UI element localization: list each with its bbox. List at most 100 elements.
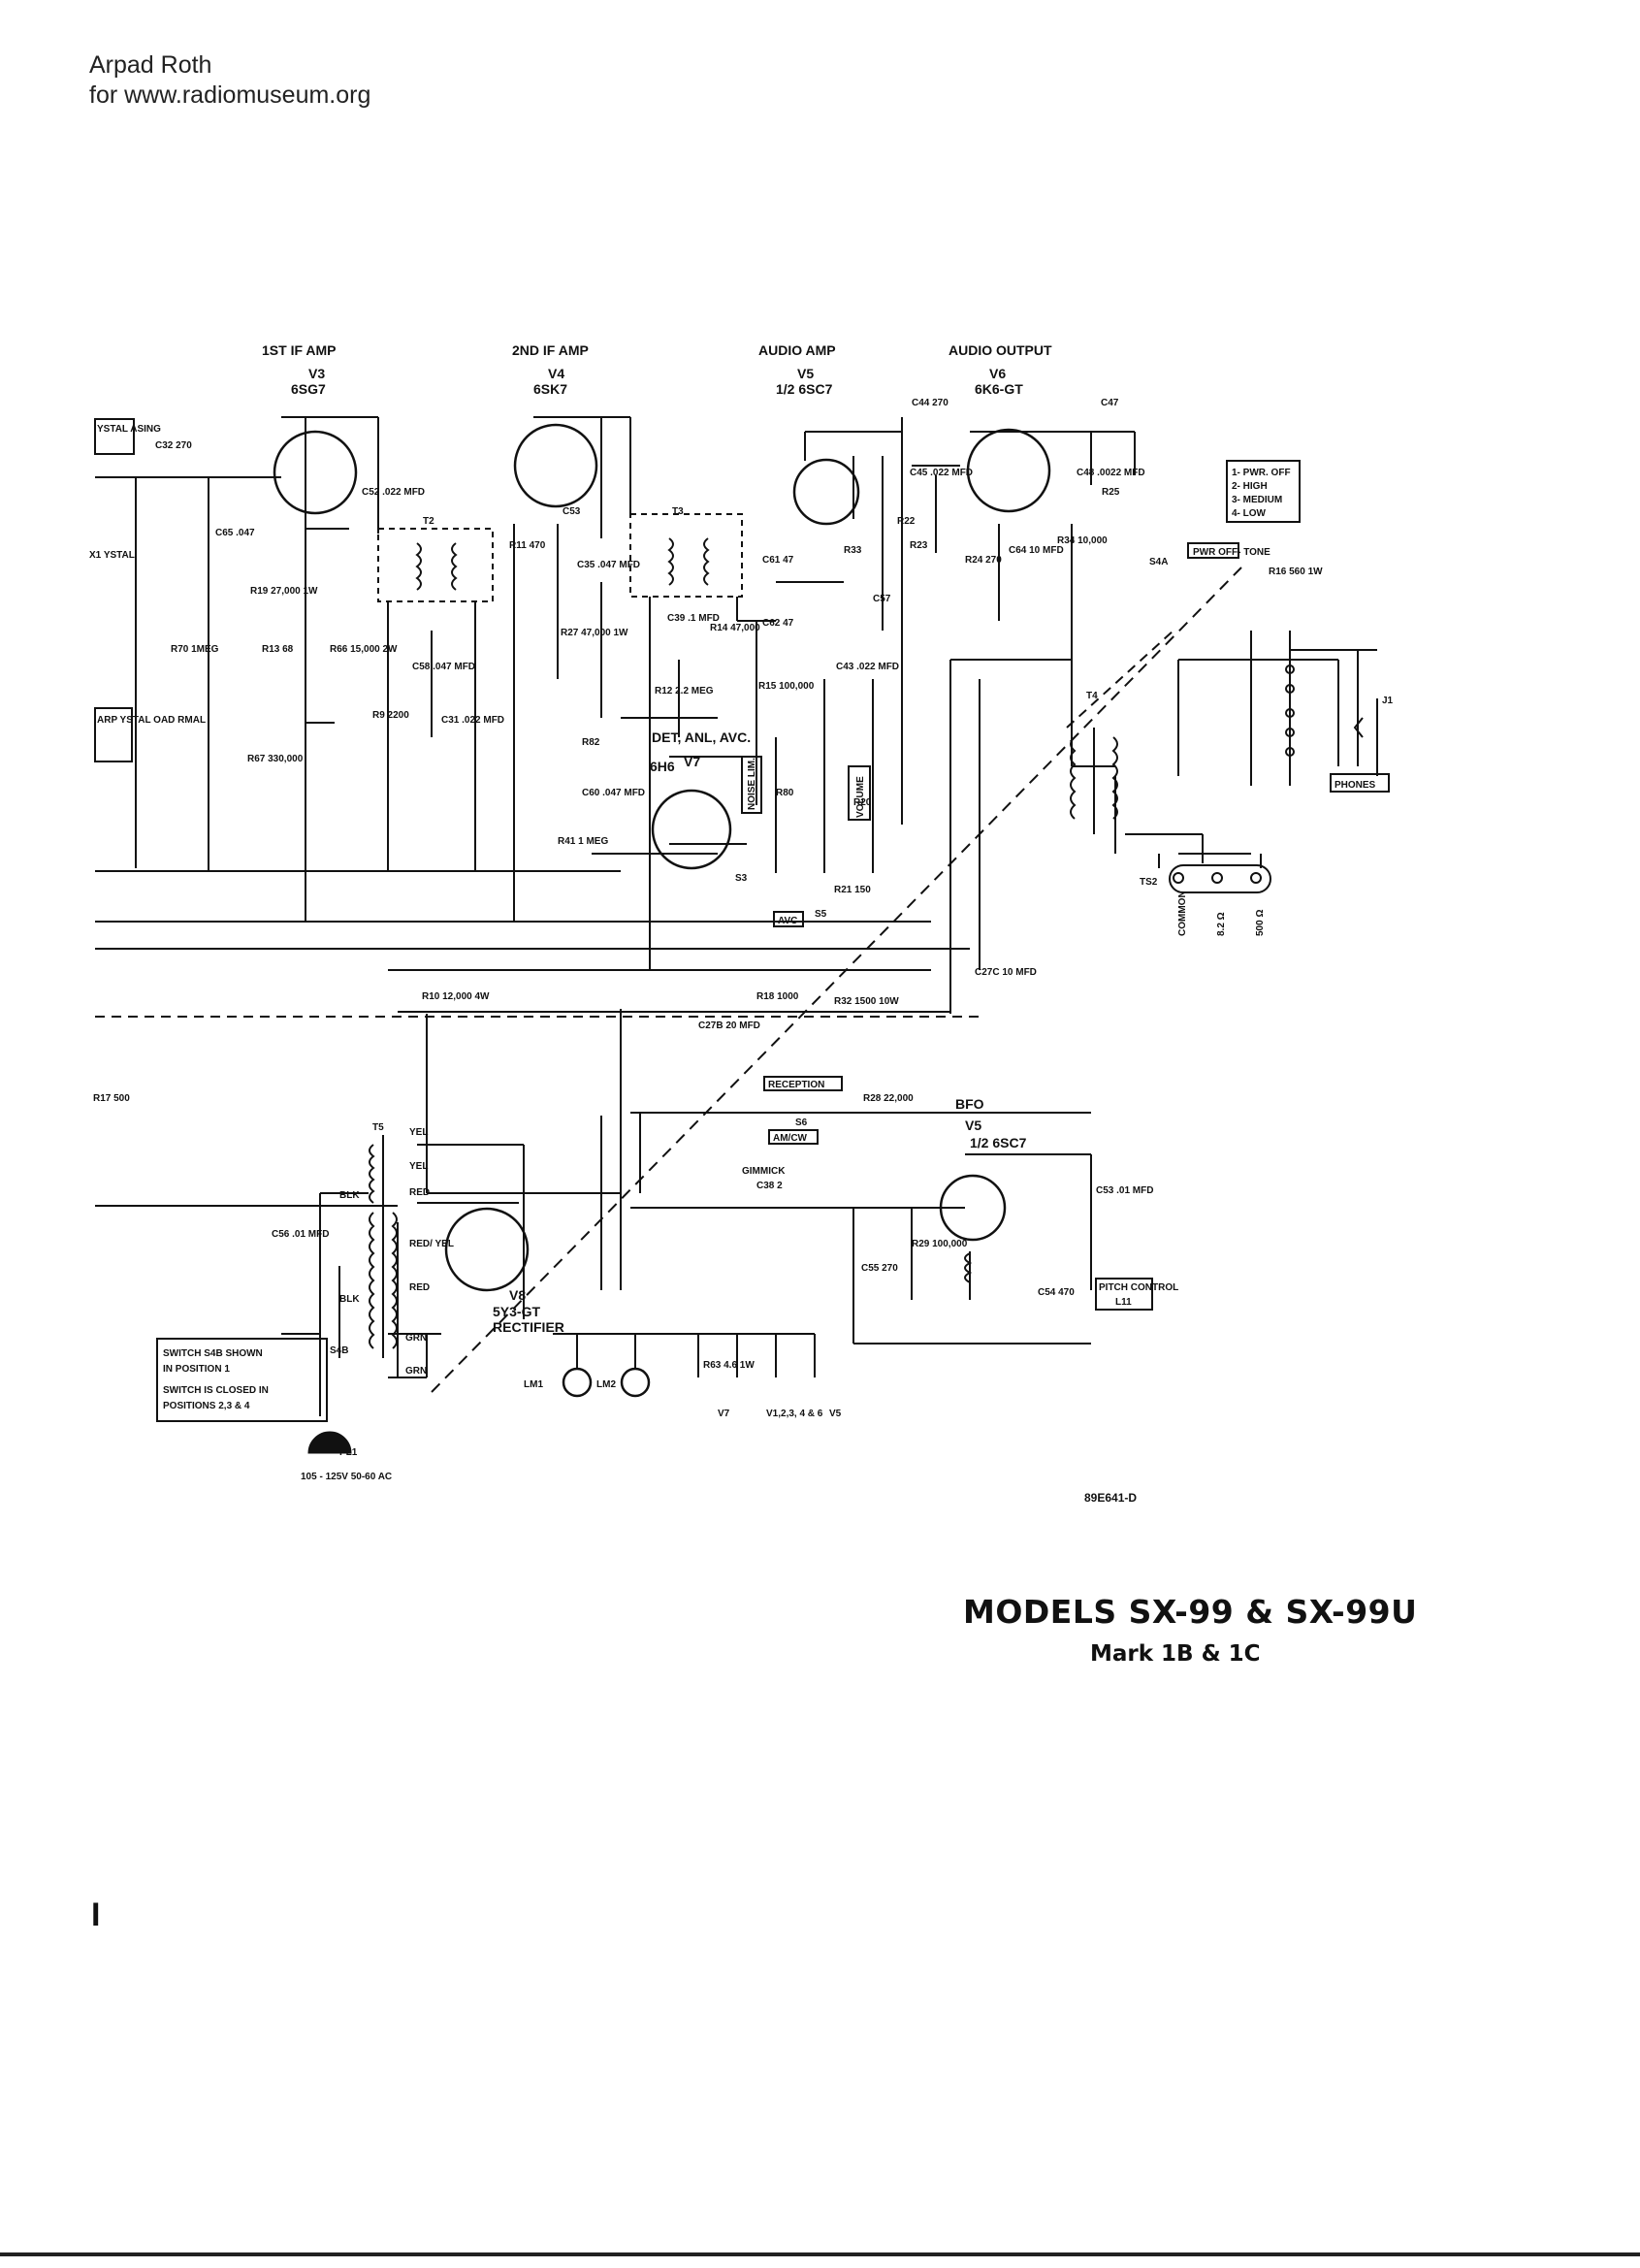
label-c57: C57 xyxy=(873,594,891,604)
switch-note-4: POSITIONS 2,3 & 4 xyxy=(163,1401,250,1411)
stage-4-type: 6K6-GT xyxy=(975,381,1023,397)
bfo-title: BFO xyxy=(955,1096,984,1112)
stage-4-title: AUDIO OUTPUT xyxy=(949,342,1052,358)
heater-v7: V7 xyxy=(718,1409,730,1419)
stage-3-title: AUDIO AMP xyxy=(758,342,836,358)
pitch-l-label: L11 xyxy=(1115,1297,1132,1308)
label-gimmick: GIMMICK xyxy=(742,1166,786,1177)
label-t2: T2 xyxy=(423,516,434,527)
stage-1-type: 6SG7 xyxy=(291,381,326,397)
heater-v5: V5 xyxy=(829,1409,842,1419)
noise-lim-label: NOISE LIM. xyxy=(747,758,757,810)
tube-v4-symbol xyxy=(513,423,598,508)
bfo-tube: V5 xyxy=(965,1118,981,1133)
label-c55: C55 270 xyxy=(861,1263,898,1274)
label-r13: R13 68 xyxy=(262,644,294,655)
label-r27: R27 47,000 1W xyxy=(561,628,628,638)
label-s4a: S4A xyxy=(1149,557,1168,567)
label-mains: 105 - 125V 50-60 AC xyxy=(301,1472,392,1482)
volume-label: VOLUME xyxy=(855,776,866,818)
volume-box xyxy=(848,765,871,821)
rect-title: RECTIFIER xyxy=(493,1319,564,1335)
switch-note-box xyxy=(156,1338,328,1422)
label-r18: R18 1000 xyxy=(756,991,799,1002)
tube-envelopes xyxy=(273,423,1051,1398)
det-title: DET, ANL, AVC. xyxy=(652,729,751,745)
label-c48: C48 .0022 MFD xyxy=(1077,468,1145,478)
label-c47: C47 xyxy=(1101,398,1119,408)
wire-grn-2: GRN xyxy=(405,1366,427,1377)
label-c31: C31 .022 MFD xyxy=(441,715,504,726)
wiring xyxy=(95,416,1377,1416)
label-r16: R16 560 1W xyxy=(1269,567,1323,577)
wire-red-2: RED xyxy=(409,1282,430,1293)
label-c45: C45 .022 MFD xyxy=(910,468,973,478)
model-title: MODELS SX-99 & SX-99U xyxy=(963,1593,1418,1631)
label-c39: C39 .1 MFD xyxy=(667,613,720,624)
label-r12: R12 2.2 MEG xyxy=(655,686,714,697)
label-c52: C52 .022 MFD xyxy=(362,487,425,498)
stage-3-type: 1/2 6SC7 xyxy=(776,381,833,397)
label-c54: C54 470 xyxy=(1038,1287,1075,1298)
credit-block: Arpad Roth for www.radiomuseum.org xyxy=(89,50,370,111)
tube-v8-symbol xyxy=(444,1207,530,1292)
label-c56: C56 .01 MFD xyxy=(272,1229,329,1240)
credit-author: Arpad Roth xyxy=(89,51,212,79)
label-s4b: S4B xyxy=(330,1345,348,1356)
tube-v3-symbol xyxy=(273,430,358,515)
label-r41: R41 1 MEG xyxy=(558,836,608,847)
bfo-type: 1/2 6SC7 xyxy=(970,1135,1027,1150)
label-c53-bfo: C53 .01 MFD xyxy=(1096,1185,1153,1196)
label-c44: C44 270 xyxy=(912,398,949,408)
switch-note-2: IN POSITION 1 xyxy=(163,1364,230,1375)
label-r63: R63 4.6 1W xyxy=(703,1360,755,1371)
label-r17: R17 500 xyxy=(93,1093,130,1104)
tube-v5-audio-symbol xyxy=(792,458,860,526)
label-c64: C64 10 MFD xyxy=(1009,545,1064,556)
wire-red-1: RED xyxy=(409,1187,430,1198)
label-r25: R25 xyxy=(1102,487,1120,498)
wire-red-yel: RED/ YEL xyxy=(409,1239,454,1249)
phones-box xyxy=(1330,773,1390,793)
label-c43: C43 .022 MFD xyxy=(836,662,899,672)
stage-4-tube: V6 xyxy=(989,366,1006,381)
am-cw-label: AM/CW xyxy=(773,1133,808,1144)
label-c53: C53 xyxy=(563,506,581,517)
tone-pos-3: 3- MEDIUM xyxy=(1232,495,1282,505)
label-c62: C62 47 xyxy=(762,618,794,629)
label-r9: R9 2200 xyxy=(372,710,409,721)
label-j1: J1 xyxy=(1382,696,1394,706)
component-labels: C32 270 C65 .047 R70 1MEG X1 YSTAL R19 2… xyxy=(89,398,1394,1482)
rect-type: 5Y3-GT xyxy=(493,1304,540,1319)
label-ts2: TS2 xyxy=(1140,877,1158,888)
label-s3: S3 xyxy=(735,873,748,884)
label-c27c: C27C 10 MFD xyxy=(975,967,1037,978)
label-x1: X1 YSTAL xyxy=(89,550,135,561)
stage-1-tube: V3 xyxy=(308,366,325,381)
switch-note-3: SWITCH IS CLOSED IN xyxy=(163,1385,269,1396)
crystal-load-label: ARP YSTAL OAD RMAL xyxy=(97,715,206,726)
wire-yel-2: YEL xyxy=(409,1161,428,1172)
label-r33: R33 xyxy=(844,545,862,556)
wire-blk-2: BLK xyxy=(339,1294,360,1305)
crystal-phasing-label: YSTAL ASING xyxy=(97,424,161,435)
label-t3: T3 xyxy=(672,506,684,517)
reception-box xyxy=(763,1076,843,1091)
rect-tube: V8 xyxy=(509,1287,526,1303)
stage-2-type: 6SK7 xyxy=(533,381,567,397)
tone-pos-2: 2- HIGH xyxy=(1232,481,1268,492)
credit-site: for www.radiomuseum.org xyxy=(89,81,371,109)
pitch-control-box xyxy=(1095,1278,1153,1311)
tone-pos-1: 1- PWR. OFF xyxy=(1232,468,1291,478)
power-plug-icon xyxy=(307,1431,352,1454)
phones-jack xyxy=(94,418,1390,1422)
stage-3-tube: V5 xyxy=(797,366,814,381)
label-t5: T5 xyxy=(372,1122,384,1133)
label-r24: R24 270 xyxy=(965,555,1002,566)
label-r29: R29 100,000 xyxy=(912,1239,968,1249)
label-c38: C38 2 xyxy=(756,1181,783,1191)
model-mark: Mark 1B & 1C xyxy=(1090,1641,1261,1667)
noise-lim-box xyxy=(741,756,762,814)
label-c35: C35 .047 MFD xyxy=(577,560,640,570)
tone-positions-box xyxy=(1226,460,1301,523)
